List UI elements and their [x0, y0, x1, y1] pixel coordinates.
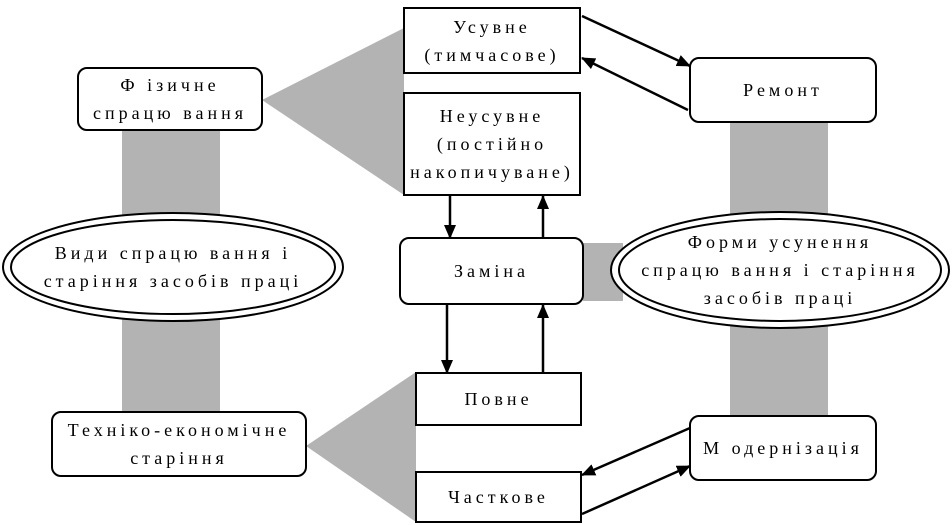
label-tech-econ-aging-line2: старіння — [130, 448, 228, 468]
label-forms-line1: Форми усунення — [687, 232, 873, 252]
label-physical-wear-line1: Ф ізичне — [120, 75, 220, 95]
arrow-repair-to-removable — [581, 56, 689, 112]
label-tech-econ-aging: Техніко-економічне старіння — [52, 412, 306, 476]
label-removable: Усувне (тимчасове) — [404, 8, 580, 73]
connector-types-techeco — [122, 318, 220, 414]
label-full-line1: Повне — [464, 389, 533, 409]
label-forms-line2: спрацю вання і старіння — [641, 260, 919, 280]
label-physical-wear-line2: спрацю вання — [93, 103, 247, 123]
ellipses — [2, 211, 950, 329]
connector-repair-forms — [730, 122, 828, 226]
label-forms-of-elimination: Форми усунення спрацю вання і старіння з… — [626, 226, 934, 314]
label-removable-line1: Усувне — [453, 16, 531, 37]
label-nonremovable-line1: Неусувне — [439, 106, 545, 126]
boxes — [51, 7, 877, 523]
arrows — [441, 14, 691, 516]
label-nonremovable-line2: (постійно — [436, 134, 548, 154]
box-repair — [689, 57, 877, 123]
connector-forms-modernization — [730, 322, 828, 418]
box-tech-econ-aging — [51, 411, 307, 477]
label-types-of-wear: Види спрацю вання і старіння засобів пра… — [18, 230, 328, 304]
label-types-of-wear-line1: Види спрацю вання і — [54, 243, 292, 263]
arrow-removable-to-repair — [581, 14, 691, 68]
label-modernization-line1: М одернізація — [703, 438, 863, 458]
fan-physical — [262, 28, 404, 195]
label-full: Повне — [416, 373, 581, 425]
label-partial-line1: Часткове — [448, 487, 549, 507]
label-repair: Ремонт — [690, 58, 876, 122]
box-partial — [415, 471, 582, 523]
connector-physical-types — [122, 128, 220, 220]
arrow-modernization-to-partial — [581, 426, 691, 477]
label-tech-econ-aging-line1: Техніко-економічне — [67, 420, 291, 440]
ellipse-forms-inner — [618, 218, 942, 322]
box-nonremovable — [403, 92, 581, 196]
box-removable — [403, 7, 581, 74]
label-removable-line2: (тимчасове) — [424, 44, 560, 65]
box-full — [415, 372, 582, 426]
label-modernization: М одернізація — [690, 416, 876, 480]
box-modernization — [689, 415, 877, 481]
label-nonremovable: Неусувне (постійно накопичуване) — [404, 93, 580, 195]
arrow-partial-to-modernization — [581, 464, 691, 516]
label-repair-line1: Ремонт — [743, 80, 823, 100]
box-replacement — [399, 237, 584, 305]
fan-techeco — [306, 372, 416, 522]
box-physical-wear — [77, 67, 263, 131]
label-forms-line3: засобів праці — [703, 288, 857, 308]
label-physical-wear: Ф ізичне спрацю вання — [78, 68, 262, 130]
label-replacement-line1: Заміна — [453, 261, 530, 281]
label-partial: Часткове — [416, 472, 581, 522]
ellipse-types-inner — [10, 219, 336, 315]
label-nonremovable-line3: накопичуване) — [410, 162, 574, 182]
label-replacement: Заміна — [400, 238, 583, 304]
label-types-of-wear-line2: старіння засобів праці — [43, 271, 303, 291]
gray-connectors — [122, 28, 828, 522]
